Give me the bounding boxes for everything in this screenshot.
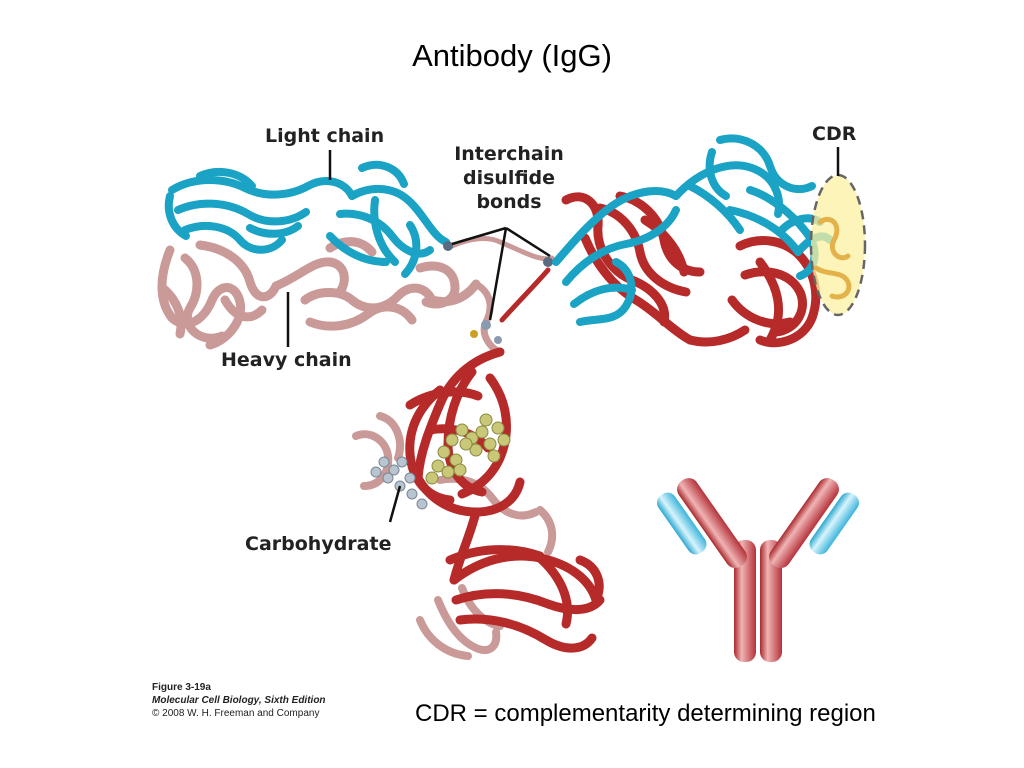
interchain-label-line-3: bonds xyxy=(476,191,542,213)
book-title: Molecular Cell Biology, Sixth Edition xyxy=(152,695,326,706)
interchain-disulfide-bonds-label: Interchain disulfide bonds xyxy=(446,142,572,214)
figure-credit: Figure 3-19a Molecular Cell Biology, Six… xyxy=(152,681,326,720)
slide-title: Antibody (IgG) xyxy=(412,38,612,73)
figure-number: Figure 3-19a xyxy=(152,682,211,693)
left-fab-light-chain xyxy=(164,160,450,278)
interchain-label-line-1: Interchain xyxy=(454,143,564,165)
label-pointer-lines xyxy=(286,147,840,523)
cdr-label: CDR xyxy=(812,123,857,145)
copyright-notice: © 2008 W. H. Freeman and Company xyxy=(152,708,320,719)
cdr-definition-footnote: CDR = complementarity determining region xyxy=(415,700,876,727)
heavy-chain-label: Heavy chain xyxy=(221,349,352,371)
cdr-highlight-ellipse xyxy=(809,173,867,317)
interchain-label-line-2: disulfide xyxy=(462,167,556,189)
carbohydrate-clusters xyxy=(370,413,511,510)
fc-pink-chain xyxy=(352,412,557,660)
light-chain-label: Light chain xyxy=(265,125,385,147)
carbohydrate-label: Carbohydrate xyxy=(245,533,392,555)
schematic-y-antibody xyxy=(657,478,859,662)
cdr-loops xyxy=(813,216,852,300)
left-fab-heavy-chain xyxy=(157,237,481,350)
